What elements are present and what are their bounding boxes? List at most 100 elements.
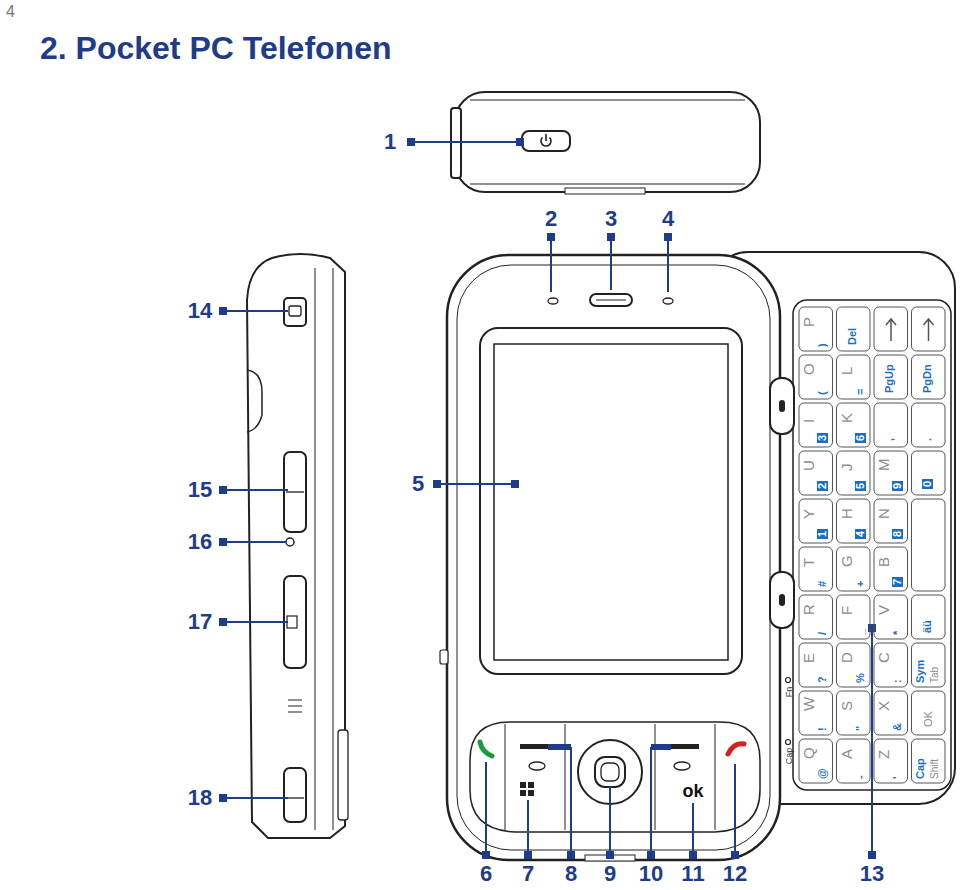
callout-number: 5	[412, 473, 424, 495]
key-letter: Z	[876, 750, 891, 759]
key-outline	[837, 451, 871, 495]
key-outline	[912, 451, 946, 495]
key-letter: T	[801, 558, 816, 567]
key-letter: G	[839, 555, 854, 567]
key-outline	[874, 451, 908, 495]
key-outline	[837, 499, 871, 543]
key-letter: K	[839, 413, 854, 423]
key-outline	[837, 739, 871, 783]
key-symbol: =	[855, 389, 866, 395]
key-outline	[912, 307, 946, 351]
key-letter: R	[801, 604, 816, 615]
key-symbol: '	[892, 776, 903, 779]
key-outline	[874, 355, 908, 399]
key-icon	[886, 319, 896, 341]
callout-number: 11	[681, 863, 704, 885]
key-symbol: äü	[922, 620, 933, 633]
key-letter: U	[801, 460, 816, 471]
page-number: 4	[6, 4, 15, 20]
key-letter: W	[801, 697, 816, 711]
callout-number: 14	[188, 300, 212, 322]
key-letter: B	[876, 557, 891, 567]
key-symbol: "	[855, 726, 866, 731]
key-outline	[912, 595, 946, 639]
key-symbol: Del	[847, 328, 858, 345]
key-letter: L	[839, 367, 854, 375]
callout-number: 18	[188, 787, 212, 809]
key-letter: Tab	[930, 667, 940, 683]
key-symbol: 3	[817, 433, 828, 443]
callout-number: 8	[565, 863, 577, 885]
indicator-label: Fn	[785, 687, 794, 698]
key-symbol: %	[855, 673, 866, 683]
callout-number: 15	[188, 479, 212, 501]
key-outline	[837, 355, 871, 399]
callout-number: 13	[860, 863, 884, 885]
key-outline	[912, 499, 946, 591]
key-outline	[837, 547, 871, 591]
key-symbol: PgDn	[922, 364, 933, 393]
callout-number: 17	[188, 611, 212, 633]
key-letter: N	[876, 508, 891, 519]
key-symbol: 7	[892, 577, 903, 587]
key-symbol: 9	[892, 481, 903, 491]
key-outline	[874, 739, 908, 783]
key-symbol: 5	[855, 481, 866, 491]
key-letter: H	[839, 508, 854, 519]
key-letter: J	[839, 464, 854, 472]
callout-number: 4	[662, 208, 674, 230]
key-outline	[799, 691, 833, 735]
key-outline	[874, 307, 908, 351]
key-outline	[912, 403, 946, 447]
callout-number: 10	[639, 863, 663, 885]
key-outline	[799, 547, 833, 591]
key-outline	[874, 499, 908, 543]
key-symbol: ,	[884, 438, 895, 441]
key-letter: X	[876, 701, 891, 711]
key-symbol: 1	[817, 529, 828, 539]
key-letter: I	[801, 419, 816, 423]
key-symbol: 8	[892, 529, 903, 539]
key-icon	[924, 319, 934, 341]
key-outline	[799, 307, 833, 351]
key-letter: O	[801, 363, 816, 375]
key-outline	[837, 595, 871, 639]
key-letter: OK	[923, 711, 934, 727]
key-outline	[837, 403, 871, 447]
key-outline	[874, 643, 908, 687]
key-symbol: &	[892, 723, 903, 731]
key-symbol: 2	[817, 481, 828, 491]
callout-number: 1	[384, 131, 396, 153]
callout-number: 2	[545, 208, 557, 230]
key-symbol: PgUp	[884, 364, 895, 393]
key-letter: V	[876, 605, 891, 615]
key-letter: S	[839, 701, 854, 711]
keyboard-panel: Q@W!E?R/T#Y1U2I3O(P)A-S"D%F_G+H4J5K6L=De…	[797, 305, 947, 785]
key-outline	[799, 595, 833, 639]
key-symbol: -	[855, 775, 866, 779]
key-symbol: 0	[922, 479, 933, 489]
key-symbol: :	[892, 679, 903, 683]
key-symbol: _	[855, 629, 866, 635]
key-outline	[799, 643, 833, 687]
key-symbol: #	[817, 581, 828, 587]
key-symbol: ?	[817, 676, 828, 683]
callout-number: 12	[723, 863, 747, 885]
key-letter: Q	[801, 747, 816, 759]
key-outline	[874, 595, 908, 639]
key-letter: Shift	[930, 759, 940, 779]
key-outline	[912, 355, 946, 399]
callout-number: 7	[522, 863, 534, 885]
key-outline	[799, 403, 833, 447]
key-letter: F	[839, 606, 854, 615]
key-outline	[837, 307, 871, 351]
key-symbol: 6	[855, 433, 866, 443]
key-letter: P	[801, 317, 816, 327]
callout-number: 9	[604, 863, 616, 885]
key-letter: M	[876, 459, 891, 472]
key-outline	[912, 643, 946, 687]
key-symbol: /	[817, 632, 828, 635]
key-outline	[874, 691, 908, 735]
key-symbol: +	[855, 581, 866, 587]
